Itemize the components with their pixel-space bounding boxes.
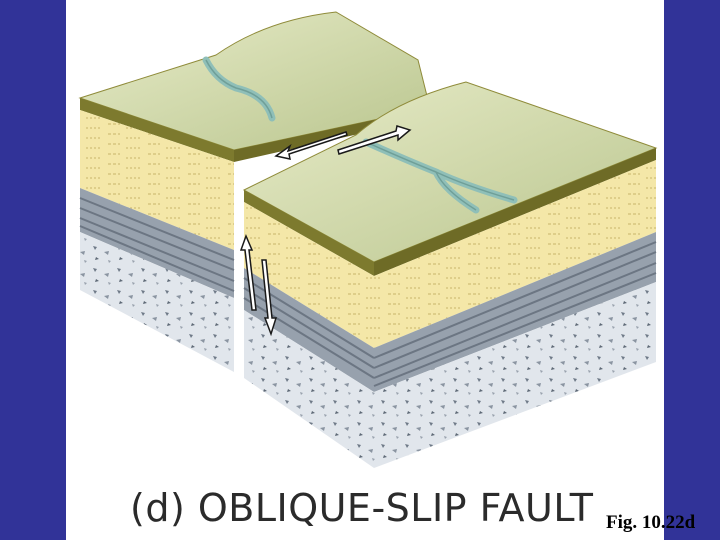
down-slip-arrow: [261, 259, 278, 337]
vertical-slip-arrows: [239, 233, 278, 337]
front-block-bedrock-front: [244, 310, 374, 468]
back-block-sandstone: [80, 110, 234, 250]
back-block-soil: [80, 98, 234, 162]
back-block-shale: [80, 188, 234, 298]
fault-block-diagram: [78, 11, 658, 468]
back-block-surface: [78, 11, 431, 151]
right-slip-arrow: [337, 125, 412, 155]
back-block-bedrock: [80, 232, 234, 372]
back-fault-block: [78, 11, 431, 372]
front-block-sandstone-side: [374, 160, 656, 348]
front-block-soil: [244, 190, 374, 276]
horizontal-slip-arrows: [274, 125, 412, 160]
figure-label: Fig. 10.22d: [606, 512, 696, 533]
left-slip-arrow: [274, 131, 348, 160]
front-block-surface: [242, 81, 658, 263]
up-slip-arrow: [239, 233, 257, 311]
diagram-caption: (d) OBLIQUE-SLIP FAULT: [130, 486, 594, 530]
front-block-bedrock: [374, 282, 656, 468]
front-block-sandstone-front: [244, 202, 374, 348]
front-fault-block: [242, 81, 658, 468]
